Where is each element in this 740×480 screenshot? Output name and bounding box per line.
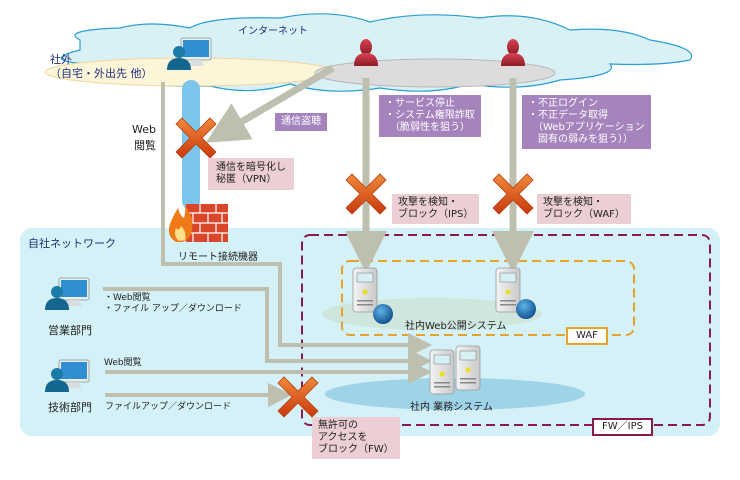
eng-web-flow-label: Web閲覧 bbox=[104, 358, 142, 368]
sales-flows-label: ・Web閲覧 ・ファイル アップ／ダウンロード bbox=[104, 293, 242, 314]
company-network-label: 自社ネットワーク bbox=[28, 237, 116, 250]
business-system-platform bbox=[325, 378, 585, 410]
globe-icon bbox=[516, 299, 536, 319]
fire-icon bbox=[168, 206, 193, 242]
engineering-dept-label: 技術部門 bbox=[48, 401, 92, 414]
business-server-icon bbox=[429, 349, 455, 395]
threat-webapp-attack: ・不正ログイン ・不正データ取得 （Webアプリケーション 固有の弱みを狙う）） bbox=[522, 95, 651, 149]
outside-label: 社外 （自宅・外出先 他） bbox=[50, 53, 153, 80]
waf-zone bbox=[341, 260, 635, 336]
fire-inner-icon bbox=[175, 226, 186, 241]
defense-waf: 攻撃を検知・ ブロック（WAF） bbox=[537, 194, 631, 224]
threat-service-attack: ・サービス停止 ・システム権限詐取 （脆弱性を狙う） bbox=[379, 95, 481, 137]
sales-flow-line bbox=[103, 287, 432, 373]
web-server-icon bbox=[352, 267, 378, 313]
web-server-icon bbox=[495, 267, 521, 313]
defense-vpn: 通信を暗号化し 秘匿（VPN） bbox=[208, 158, 294, 190]
sales-dept-label: 営業部門 bbox=[48, 324, 92, 337]
defense-fw: 無許可の アクセスを ブロック（FW） bbox=[312, 417, 400, 459]
globe-icon bbox=[373, 304, 393, 324]
threat-eavesdrop: 通信盗聴 bbox=[275, 113, 327, 131]
attacker-platform bbox=[314, 58, 556, 88]
business-system-label: 社内 業務システム bbox=[410, 402, 493, 413]
firewall-icon bbox=[186, 204, 228, 242]
traffic-lines bbox=[103, 64, 534, 407]
eng-file-flow-label: ファイルアップ／ダウンロード bbox=[105, 402, 232, 412]
remote-gateway-label: リモート接続機器 bbox=[178, 252, 258, 263]
remote-access-line bbox=[161, 82, 432, 357]
eavesdrop-arrow bbox=[205, 64, 335, 143]
waf-zone-tag: WAF bbox=[566, 327, 608, 345]
fw-ips-zone-tag: FW／IPS bbox=[592, 418, 653, 436]
internet-label: インターネット bbox=[238, 26, 308, 37]
web-browse-label: Web 閲覧 bbox=[132, 123, 156, 152]
business-server-icon bbox=[455, 345, 481, 391]
web-system-label: 社内Web公開システム bbox=[405, 321, 507, 332]
defense-ips: 攻撃を検知・ ブロック（IPS） bbox=[392, 194, 480, 224]
